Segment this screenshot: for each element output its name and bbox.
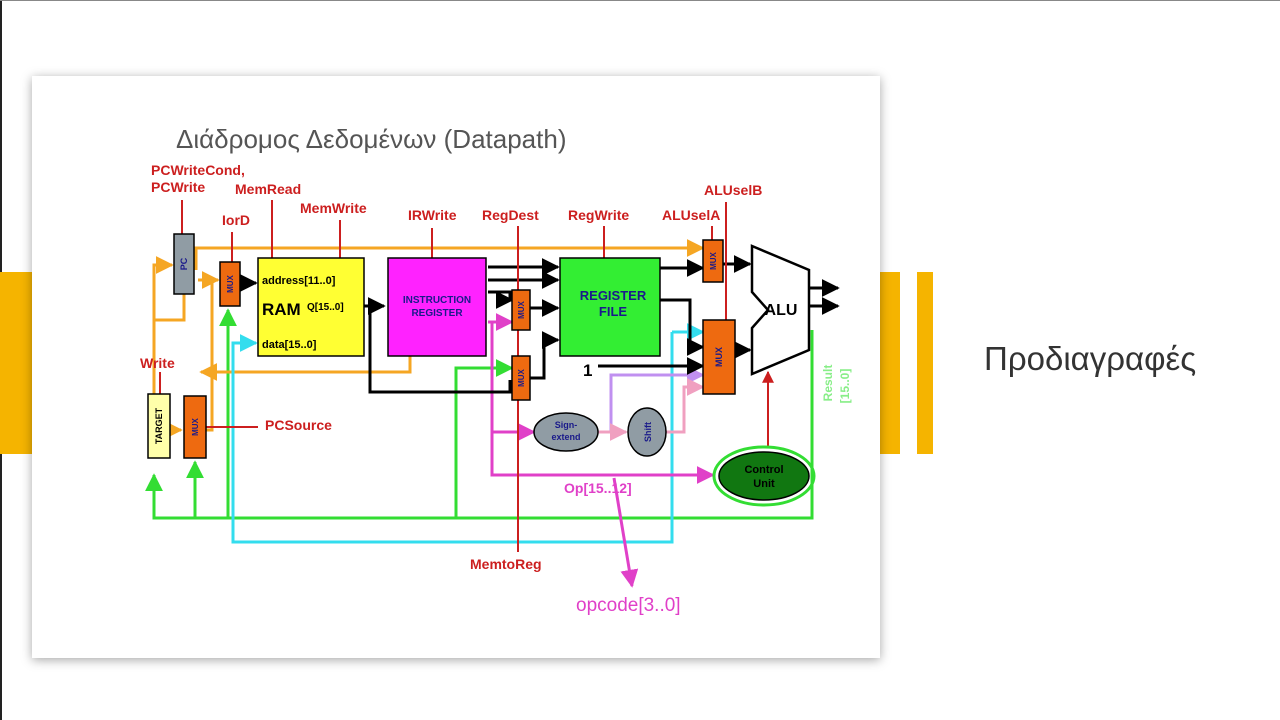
diagram-slide: Διάδρομος Δεδομένων (Datapath)	[32, 76, 880, 658]
mux-aluselb: MUX	[702, 319, 736, 395]
alu-block: ALU	[750, 244, 811, 376]
instruction-register: INSTRUCTION REGISTER	[387, 257, 487, 357]
label-memread: MemRead	[235, 181, 301, 197]
mux-regdest: MUX	[511, 289, 531, 331]
mux-memtoreg: MUX	[511, 355, 531, 401]
label-result-line1: Result	[821, 365, 835, 402]
red-control-lines	[159, 200, 774, 552]
svg-text:Q[15..0]: Q[15..0]	[307, 302, 344, 313]
label-result-line2: [15..0]	[838, 369, 852, 404]
accent-bar-left	[0, 272, 32, 454]
svg-text:MUX: MUX	[714, 347, 724, 367]
pink-wire-2	[666, 378, 705, 434]
register-file: REGISTER FILE	[559, 257, 661, 357]
svg-text:extend: extend	[551, 432, 580, 442]
frame-line-top	[0, 0, 1280, 1]
datapath-diagram: Διάδρομος Δεδομένων (Datapath)	[140, 124, 852, 616]
orange-wires	[152, 239, 705, 439]
svg-text:address[11..0]: address[11..0]	[262, 275, 336, 287]
svg-text:data[15..0]: data[15..0]	[262, 339, 317, 351]
svg-text:FILE: FILE	[599, 304, 627, 319]
label-pcwrite: PCWrite	[151, 179, 205, 195]
label-pcwritecond: PCWriteCond,	[151, 162, 245, 178]
svg-text:MUX: MUX	[517, 300, 526, 318]
svg-text:REGISTER: REGISTER	[411, 308, 463, 319]
label-regdest: RegDest	[482, 207, 539, 223]
svg-text:INSTRUCTION: INSTRUCTION	[403, 295, 471, 306]
svg-text:REGISTER: REGISTER	[580, 288, 647, 303]
cyan-wire	[231, 332, 674, 544]
svg-text:ALU: ALU	[765, 302, 798, 319]
svg-text:MUX: MUX	[226, 274, 235, 292]
diagram-title: Διάδρομος Δεδομένων (Datapath)	[176, 124, 566, 154]
label-aluselb: ALUselB	[704, 182, 762, 198]
svg-text:Unit: Unit	[753, 478, 775, 490]
svg-text:PC: PC	[179, 257, 189, 270]
svg-text:RAM: RAM	[262, 300, 301, 319]
target-register: TARGET	[147, 393, 171, 459]
label-opcode: opcode[3..0]	[576, 595, 681, 616]
control-unit: Control Unit	[712, 445, 816, 507]
svg-text:MUX: MUX	[191, 417, 200, 435]
svg-text:Shift: Shift	[643, 422, 653, 442]
mux-alusela: MUX	[702, 239, 724, 283]
slide-side-title: Προδιαγραφές	[984, 340, 1197, 377]
svg-text:Control: Control	[744, 464, 783, 476]
label-memtoreg: MemtoReg	[470, 556, 542, 572]
label-op: Op[15..12]	[564, 480, 632, 496]
label-write: Write	[140, 355, 175, 371]
label-regwrite: RegWrite	[568, 207, 629, 223]
svg-text:TARGET: TARGET	[154, 407, 164, 444]
accent-bar-right-2	[917, 272, 933, 454]
label-pcsource: PCSource	[265, 417, 332, 433]
svg-text:MUX: MUX	[517, 368, 526, 386]
svg-text:Sign-: Sign-	[555, 420, 578, 430]
pc-register: PC	[173, 233, 195, 295]
label-alusela: ALUselA	[662, 207, 720, 223]
mux-iord: MUX	[219, 261, 241, 307]
mux-pcsource: MUX	[183, 395, 207, 459]
label-iord: IorD	[222, 212, 250, 228]
magenta-wires	[488, 313, 715, 588]
constant-one: 1	[583, 361, 592, 380]
accent-bar-right-1	[880, 272, 900, 454]
black-data-wires	[239, 255, 840, 394]
label-memwrite: MemWrite	[300, 200, 367, 216]
sign-extend-unit: Sign- extend	[533, 412, 599, 452]
ram-block: address[11..0] RAM Q[15..0] data[15..0]	[257, 257, 365, 357]
label-irwrite: IRWrite	[408, 207, 457, 223]
svg-text:MUX: MUX	[709, 251, 718, 269]
shift-unit: Shift	[627, 407, 667, 457]
